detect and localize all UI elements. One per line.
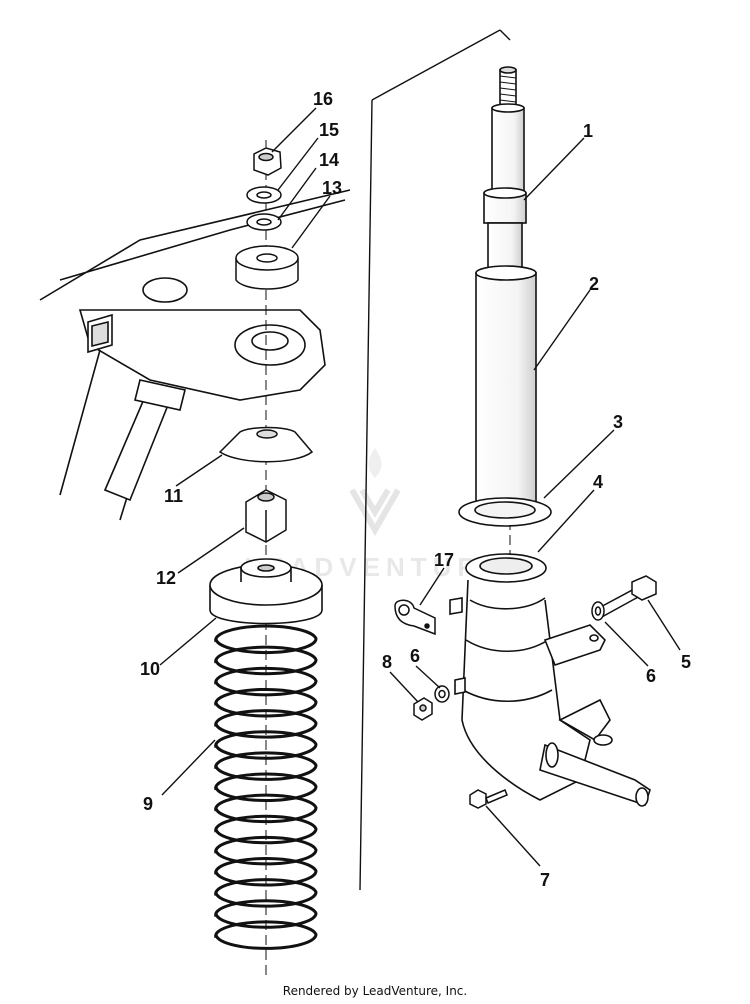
part-16-nut [253,147,282,176]
callout-15: 15 [319,120,339,140]
footer-credit: Rendered by LeadVenture, Inc. [282,984,468,998]
frame-axle [39,189,351,521]
callout-16: 16 [313,89,333,109]
callout-1: 1 [583,121,593,141]
part-6-washer-right [591,601,605,621]
part-11-cup-washer [218,426,314,463]
part-15-washer [246,186,282,204]
part-6-washer-left [434,685,450,703]
callout-13: 13 [322,178,342,198]
callout-4: 4 [593,472,603,492]
spring-coil [214,920,318,950]
part-7-screw [469,789,508,809]
callout-2: 2 [589,274,599,294]
frame-lines [359,29,511,891]
part-10-spring-cap [209,558,323,625]
callout-6-left: 6 [410,646,420,666]
callout-9: 9 [143,794,153,814]
part-14-washer [246,213,282,231]
leader-lines [159,107,681,867]
part-12-coupling-nut [245,489,287,543]
callout-14: 14 [319,150,339,170]
callout-5: 5 [681,652,691,672]
watermark-logo-icon [349,448,401,537]
part-8-nut [413,697,433,721]
callout-17: 17 [434,550,454,570]
part-4-spindle-housing [449,553,651,807]
part-9-coil-spring [214,624,318,950]
part-17-clamp [394,599,436,636]
callout-10: 10 [140,659,160,679]
callout-12: 12 [156,568,176,588]
callout-11: 11 [164,486,183,506]
part-3-seal-washer [458,497,552,527]
part-13-bushing [235,245,299,290]
callout-labels: 16 15 14 13 11 12 10 9 1 2 3 4 5 6 17 6 … [140,89,691,890]
callout-8: 8 [382,652,392,672]
callout-3: 3 [613,412,623,432]
callout-7: 7 [540,870,550,890]
callout-6-right: 6 [646,666,656,686]
part-1-2-shock-absorber [475,66,537,509]
